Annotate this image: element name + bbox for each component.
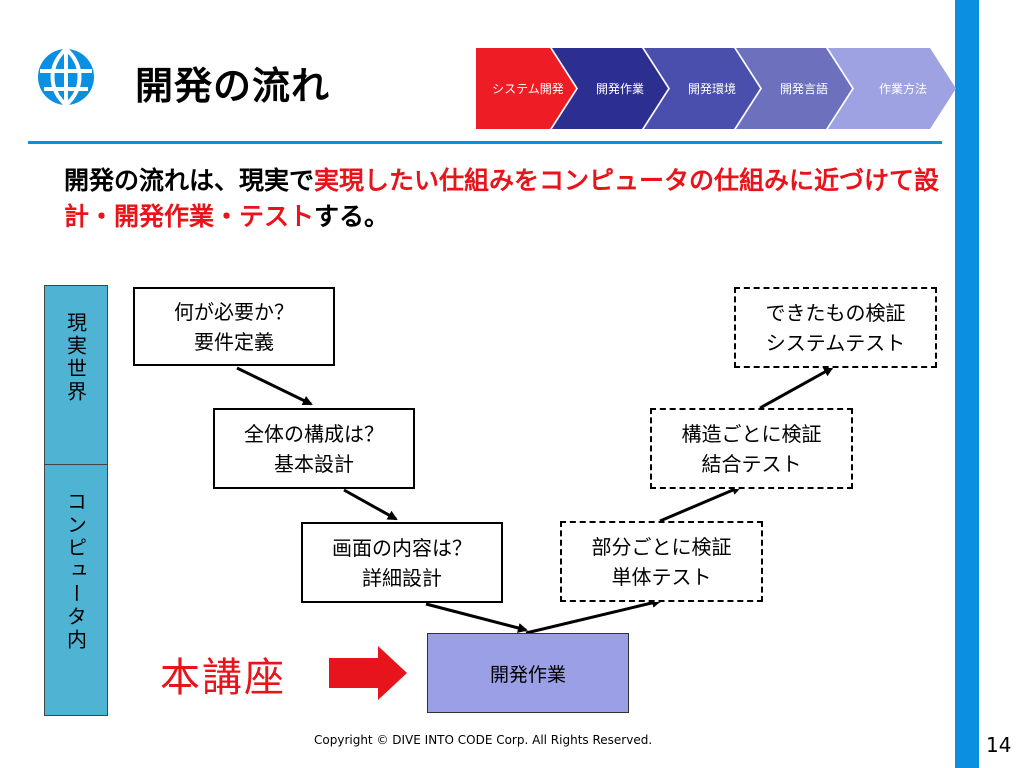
step-question: 画面の内容は？ — [332, 535, 472, 560]
step-name: 基本設計 — [274, 451, 354, 476]
arrow-detailed-to-dev — [425, 602, 528, 633]
arrow-unit-to-integration — [659, 485, 742, 523]
step-name: 要件定義 — [194, 329, 274, 354]
nav-step-label[interactable]: システム開発 — [492, 82, 564, 96]
page-title: 開発の流れ — [135, 64, 331, 108]
nav-step-label[interactable]: 開発言語 — [779, 82, 828, 96]
globe-icon — [36, 47, 96, 107]
step-name: 詳細設計 — [362, 565, 442, 590]
step-name: 単体テスト — [611, 564, 712, 589]
chevron-step-4 — [736, 48, 852, 129]
step-name: 結合テスト — [701, 451, 802, 476]
lead-text-part: 開発の流れは、現実で — [64, 166, 315, 195]
copyright: Copyright © DIVE INTO CODE Corp. All Rig… — [314, 733, 653, 747]
step-basic-design: 全体の構成は？ 基本設計 — [213, 408, 415, 489]
step-question: できたもの検証 — [765, 300, 906, 325]
chevron-step-5 — [828, 48, 956, 129]
right-accent-bar — [955, 0, 979, 768]
page-number: 14 — [986, 733, 1012, 757]
step-question: 構造ごとに検証 — [681, 421, 822, 446]
course-label: 本講座 — [160, 655, 286, 701]
step-detailed-design: 画面の内容は？ 詳細設計 — [301, 522, 503, 603]
step-system-test: できたもの検証 システムテスト — [734, 287, 937, 368]
nav-step-label[interactable]: 開発作業 — [595, 82, 644, 96]
arrow-requirements-to-basic — [236, 366, 313, 406]
arrow-integration-to-system — [759, 366, 834, 410]
course-arrow — [329, 646, 407, 700]
nav-step-label[interactable]: 開発環境 — [687, 82, 736, 96]
process-nav: システム開発 開発作業 開発環境 開発言語 作業方法 — [476, 48, 956, 129]
step-question: 部分ごとに検証 — [591, 534, 732, 559]
lead-text-part: する。 — [314, 202, 390, 231]
step-integration-test: 構造ごとに検証 結合テスト — [650, 408, 853, 489]
computer-text: コンピュータ内 — [63, 491, 88, 652]
arrow-basic-to-detailed — [343, 488, 398, 521]
step-requirements: 何が必要か？ 要件定義 — [133, 287, 335, 366]
dev-work-box: 開発作業 — [427, 633, 629, 713]
nav-step-label[interactable]: 作業方法 — [878, 82, 927, 96]
step-question: 全体の構成は？ — [244, 421, 384, 446]
arrow-dev-to-unit — [525, 597, 662, 635]
chevron-step-3 — [644, 48, 760, 129]
computer-label: コンピュータ内 — [44, 464, 108, 716]
title-divider — [28, 141, 942, 144]
step-question: 何が必要か？ — [174, 299, 294, 324]
step-unit-test: 部分ごとに検証 単体テスト — [560, 521, 763, 602]
lead-text: 開発の流れは、現実で実現したい仕組みをコンピュータの仕組みに近づけて設計・開発作… — [64, 163, 944, 235]
step-name: システムテスト — [765, 330, 906, 355]
real-world-label: 現実世界 — [44, 285, 108, 465]
real-world-text: 現実世界 — [63, 312, 88, 404]
lead-text-highlight: 実現したい仕組みをコンピュータの仕組みに近づけて設計・開発作業・テスト — [64, 166, 940, 231]
chevron-step-2 — [552, 48, 668, 129]
chevron-step-1 — [476, 48, 576, 129]
